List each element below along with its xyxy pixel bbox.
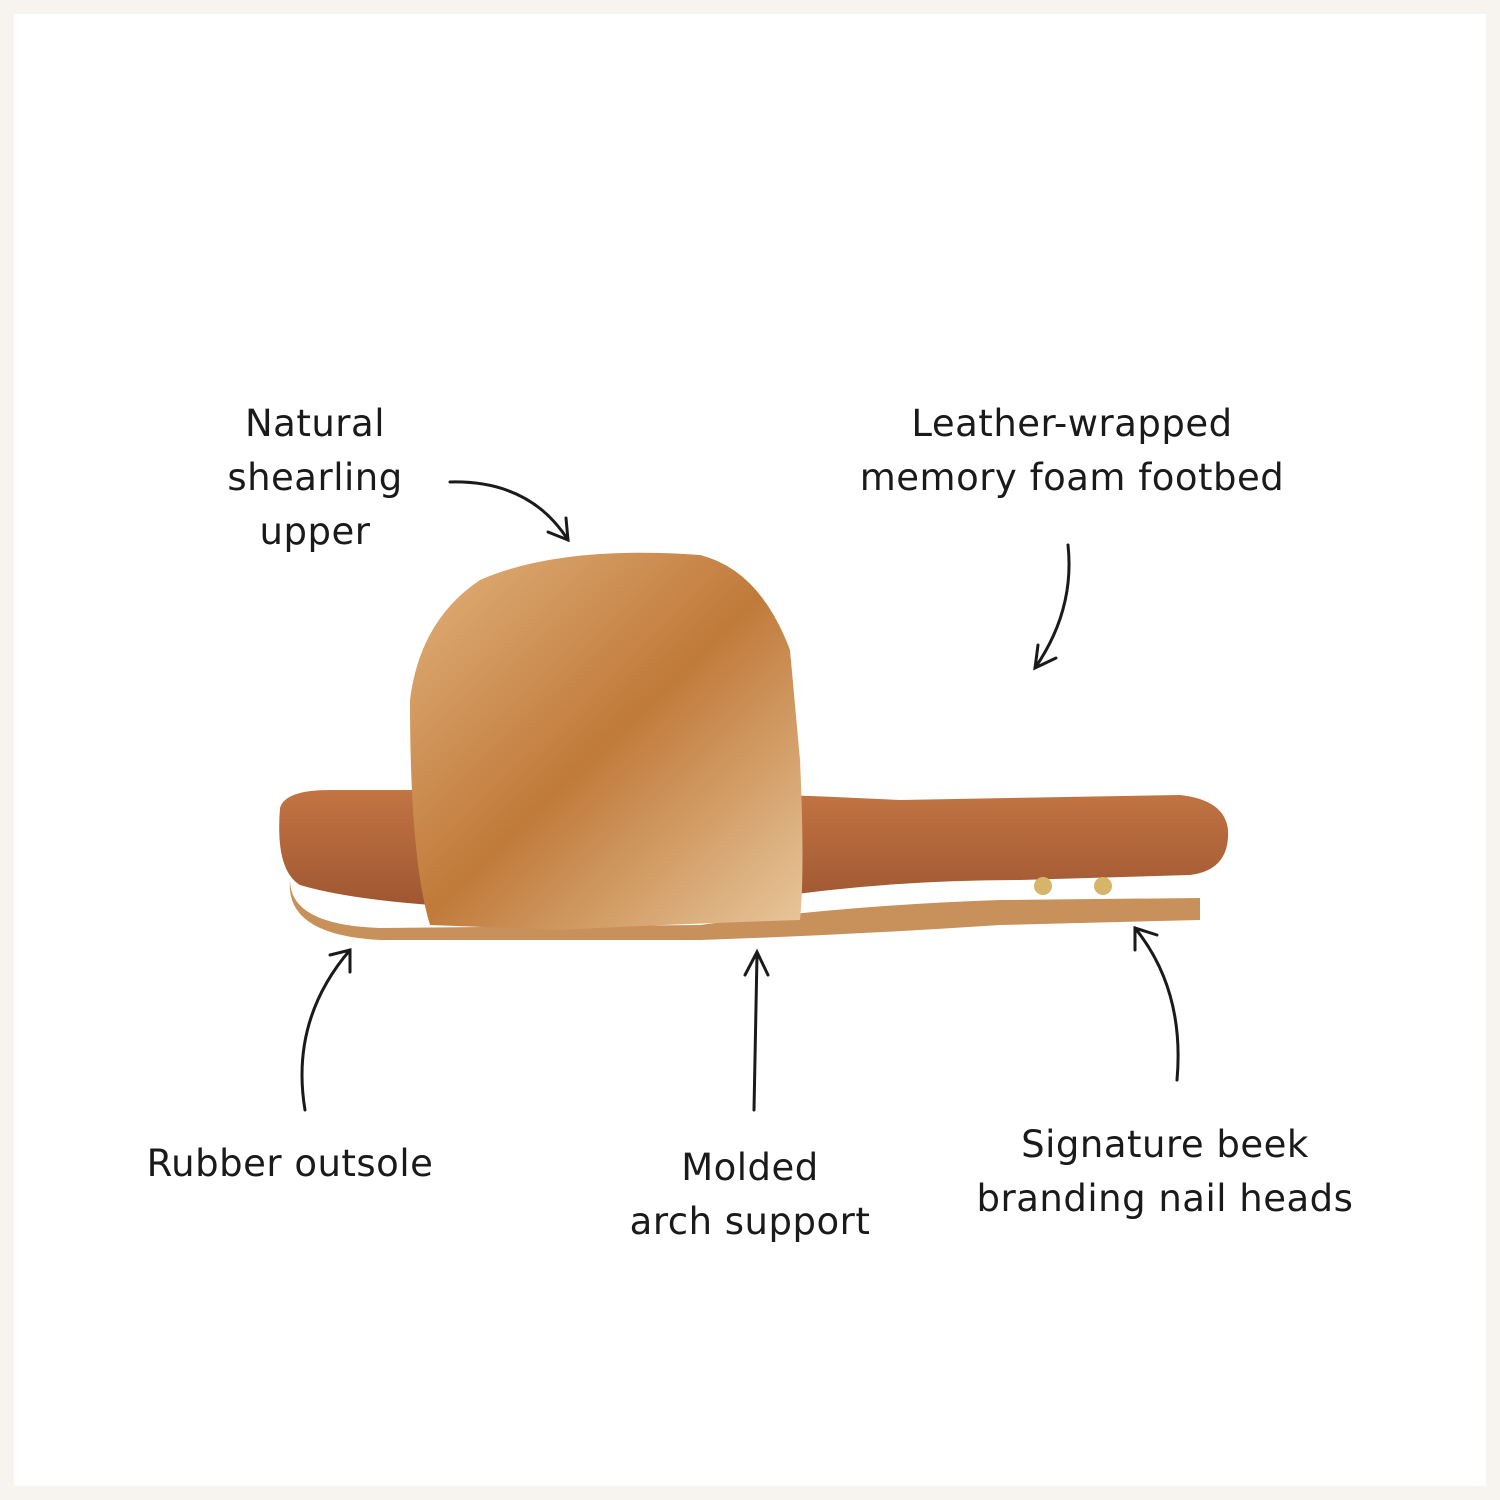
callout-line: Signature beek [1021,1123,1309,1166]
nail-head [1034,877,1052,895]
callout-line: Natural [245,402,385,445]
callout-line: branding nail heads [976,1177,1354,1220]
callout-line: Rubber outsole [146,1142,434,1185]
callout-outsole: Rubber outsole [110,1137,470,1191]
sandal [279,552,1229,940]
arrow-footbed-icon [1033,543,1071,671]
callout-line: upper [259,510,371,553]
shearling-upper [410,552,803,930]
arrow-upper-icon [448,480,570,543]
callout-nails: Signature beek branding nail heads [945,1118,1385,1226]
callout-footbed: Leather-wrapped memory foam footbed [822,397,1322,505]
callout-upper: Natural shearling upper [205,397,425,559]
callout-line: shearling [227,456,403,499]
callout-line: arch support [629,1200,871,1243]
arrow-nails-icon [1133,925,1180,1082]
outsole [289,880,1200,940]
arrow-arch-icon [743,948,770,1112]
callout-line: memory foam footbed [859,456,1285,499]
callout-line: Leather-wrapped [911,402,1233,445]
callout-arch: Molded arch support [600,1141,900,1249]
nail-head [1094,877,1112,895]
arrow-outsole-icon [300,948,352,1112]
callout-line: Molded [681,1146,819,1189]
